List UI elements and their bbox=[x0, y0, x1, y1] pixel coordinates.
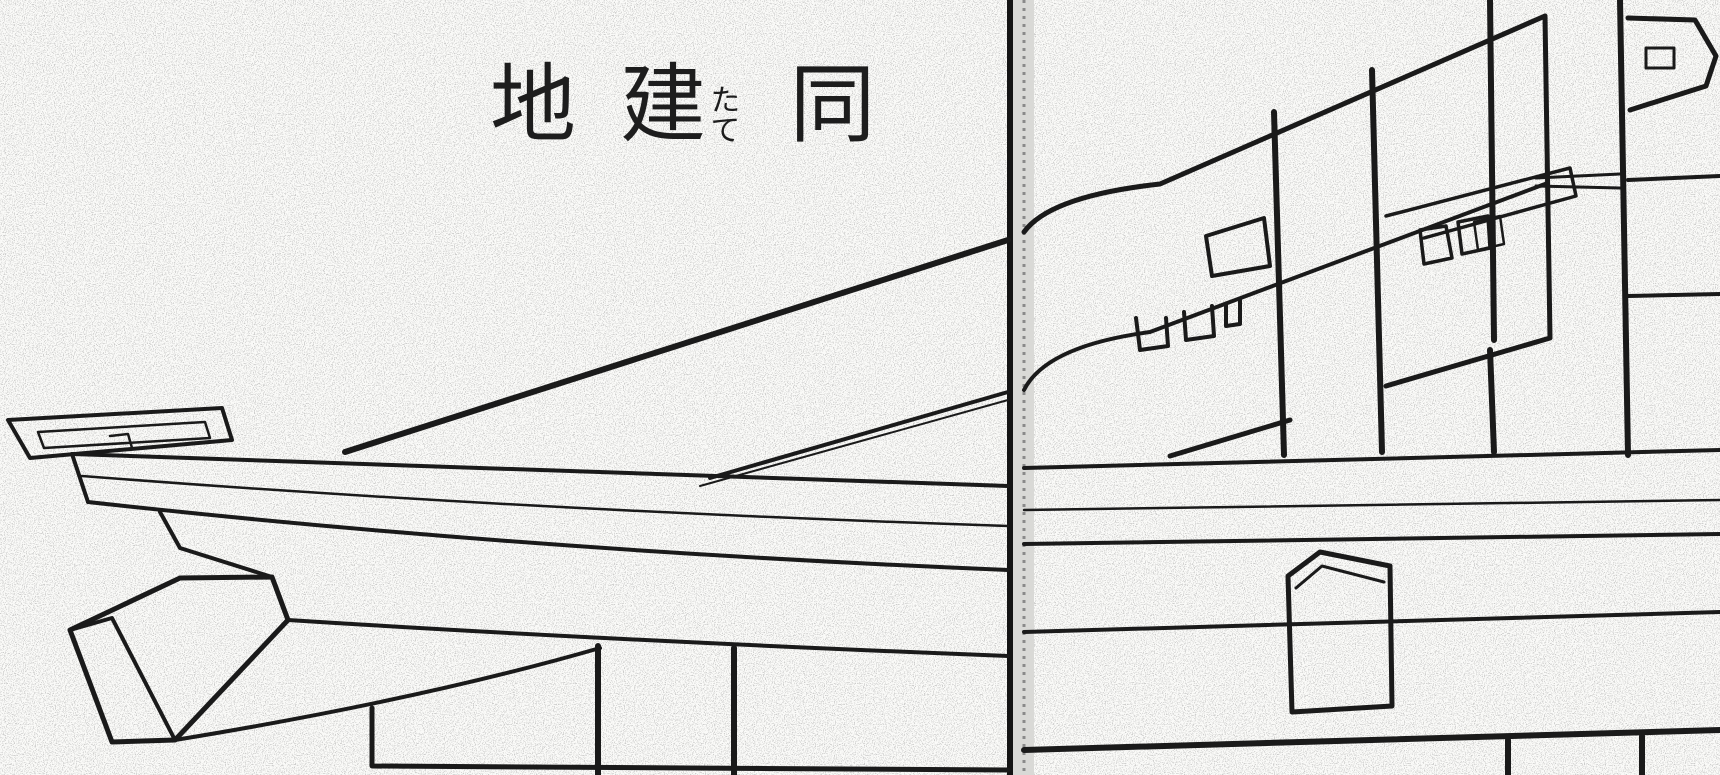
panel-post-1 bbox=[1271, 109, 1287, 458]
base-rail-right bbox=[1021, 727, 1720, 753]
main-beam-top bbox=[70, 452, 1010, 488]
roof-rafter bbox=[342, 237, 1011, 455]
beam-mid-right bbox=[1022, 498, 1720, 512]
bracket-beam-bottom bbox=[173, 646, 602, 742]
post-band bbox=[1534, 172, 1622, 190]
title-char-dou: 同 bbox=[789, 55, 876, 155]
lower-frame-left bbox=[369, 705, 1011, 773]
pentagon-tag bbox=[1285, 549, 1395, 715]
roof-bottom-slope bbox=[1167, 417, 1293, 459]
title-furigana: たて bbox=[704, 84, 740, 144]
bracket-block-face bbox=[68, 616, 177, 742]
panel-post-3 bbox=[1487, 347, 1497, 455]
bracket-arm bbox=[1204, 216, 1272, 278]
post-cap-square bbox=[1644, 46, 1676, 70]
horizontal-rail-2 bbox=[1626, 292, 1720, 298]
book-gutter bbox=[1012, 0, 1034, 775]
roof-lower-edge-2 bbox=[699, 399, 1009, 487]
lower-rail-right bbox=[1022, 610, 1720, 634]
bracket-beam-top bbox=[158, 510, 1010, 658]
bracket-block bbox=[67, 574, 291, 745]
main-beam-end bbox=[70, 452, 90, 504]
title-char-ji: 地 bbox=[490, 55, 576, 155]
title-char-tate: 建 bbox=[620, 55, 706, 155]
drawing-title: 地 建 たて 同 bbox=[490, 62, 876, 148]
notch-row bbox=[1134, 298, 1242, 352]
roof-lower-edge bbox=[708, 390, 1010, 480]
panel-frame bbox=[1383, 13, 1553, 389]
roof-curve-upper bbox=[1021, 13, 1548, 235]
beam-top-right bbox=[1022, 448, 1720, 470]
post-cap bbox=[1625, 15, 1719, 113]
panel-post-2 bbox=[1369, 67, 1385, 455]
pentagon-tag-inner bbox=[1294, 564, 1386, 590]
tall-post-right bbox=[1617, 0, 1631, 458]
tall-post-left bbox=[1487, 0, 1497, 343]
horizontal-rail-1 bbox=[1626, 174, 1720, 182]
end-ornament-inner bbox=[36, 420, 212, 450]
beam-bottom-right bbox=[1022, 532, 1720, 546]
end-ornament-notch bbox=[108, 432, 134, 450]
main-beam-bottom bbox=[86, 500, 1010, 572]
main-beam-mid bbox=[80, 474, 1010, 528]
end-ornament bbox=[6, 406, 234, 460]
